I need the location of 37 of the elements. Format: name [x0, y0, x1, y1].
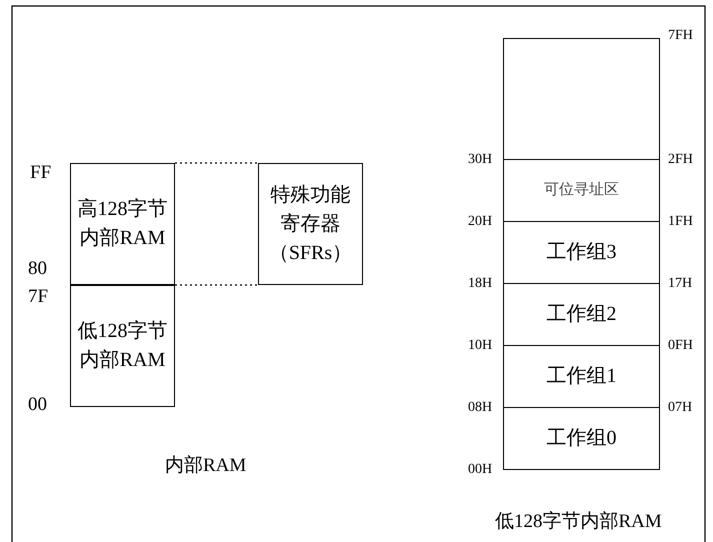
hex-address: 08H [468, 400, 492, 416]
caption: 内部RAM [165, 454, 246, 478]
memory-block [503, 284, 660, 346]
hex-address: 17H [668, 276, 692, 292]
hex-address: 00 [28, 394, 47, 416]
memory-block [503, 160, 660, 222]
memory-block [503, 408, 660, 470]
hex-address: 80 [28, 258, 47, 280]
hex-address: 7FH [668, 28, 693, 44]
block-label: 工作组2 [546, 302, 618, 327]
block-label: 特殊功能寄存器（SFRs） [268, 182, 354, 266]
hex-address: 10H [468, 338, 492, 354]
hex-address: 20H [468, 214, 492, 230]
hex-address: FF [30, 162, 52, 184]
memory-block [503, 346, 660, 408]
block-label: 工作组1 [546, 364, 618, 389]
hex-address: 2FH [668, 152, 693, 168]
memory-block [70, 163, 175, 285]
hex-address: 7F [28, 286, 48, 308]
dotted-connector [175, 162, 258, 164]
block-label: 工作组3 [546, 240, 618, 265]
dotted-connector [175, 284, 258, 286]
hex-address: 18H [468, 276, 492, 292]
block-label: 高128字节内部RAM [76, 197, 168, 251]
memory-block [503, 222, 660, 284]
block-label: 可位寻址区 [543, 180, 620, 200]
hex-address: 07H [668, 400, 692, 416]
hex-address: 30H [468, 152, 492, 168]
empty-block [503, 38, 660, 160]
hex-address: 1FH [668, 214, 693, 230]
memory-block [258, 163, 363, 285]
caption: 低128字节内部RAM [495, 510, 662, 534]
hex-address: 00H [468, 462, 492, 478]
block-label: 低128字节内部RAM [76, 319, 168, 373]
memory-block [70, 285, 175, 407]
block-label: 工作组0 [546, 426, 618, 451]
hex-address: 0FH [668, 338, 693, 354]
